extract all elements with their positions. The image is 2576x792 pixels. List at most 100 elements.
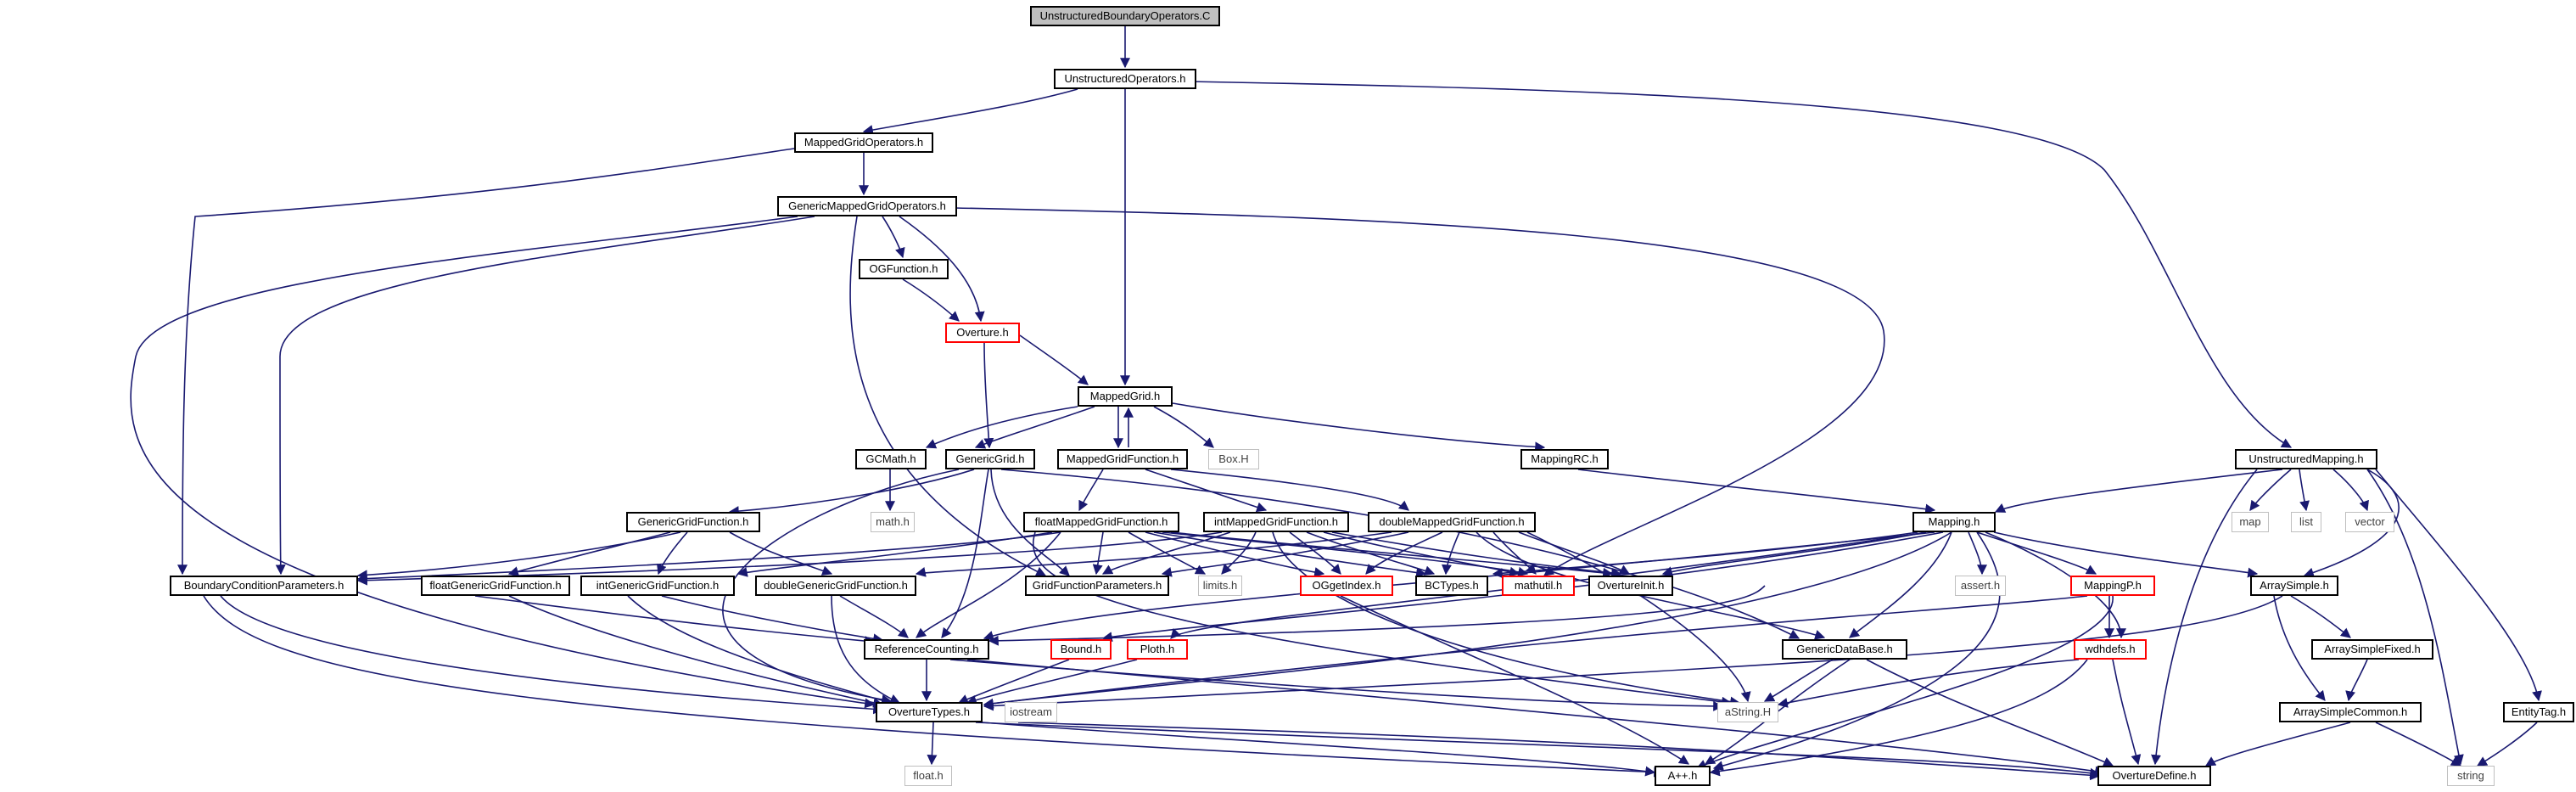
dependency-edge [899, 216, 985, 323]
node-float-generic-grid-function-h[interactable]: floatGenericGridFunction.h [421, 576, 570, 596]
dependency-edge [2273, 595, 2326, 701]
node-array-simple-fixed-h[interactable]: ArraySimpleFixed.h [2311, 639, 2433, 660]
dependency-edge [1577, 469, 1936, 514]
dependency-edge [356, 531, 1223, 586]
node-mathutil-h[interactable]: mathutil.h [1502, 576, 1575, 596]
node-float-h: float.h [904, 766, 952, 786]
node-og-get-index-h[interactable]: OGgetIndex.h [1300, 576, 1393, 596]
node-unstructured-mapping-h[interactable]: UnstructuredMapping.h [2235, 449, 2377, 469]
dependency-edge [831, 595, 901, 704]
dependency-edge [1019, 334, 1089, 385]
dependency-edge [1153, 406, 1214, 448]
dependency-edge [220, 595, 884, 715]
node-overture-h[interactable]: Overture.h [945, 323, 1020, 343]
dependency-edge [1763, 659, 1834, 702]
dependency-edge [508, 595, 884, 708]
dependency-edge [983, 342, 994, 449]
dependency-edge [1661, 531, 1927, 576]
dependency-edge [2249, 469, 2292, 511]
dependency-edge [1289, 531, 1341, 575]
dependency-edge [1032, 531, 1733, 707]
node-double-generic-grid-function-h[interactable]: doubleGenericGridFunction.h [755, 576, 916, 596]
dependency-edge [974, 406, 1095, 449]
node-mapping-rc-h[interactable]: MappingRC.h [1520, 449, 1609, 469]
node-assert-h: assert.h [1955, 576, 2006, 596]
dependency-edge [983, 531, 1952, 709]
dependency-edge [902, 278, 960, 322]
node-mapped-grid-function-h[interactable]: MappedGridFunction.h [1057, 449, 1188, 469]
dependency-edge [728, 469, 975, 517]
dependency-edge [1078, 469, 1104, 512]
dependency-edge [966, 659, 1138, 705]
node-bc-types-h[interactable]: BCTypes.h [1415, 576, 1488, 596]
dependency-edge [130, 216, 876, 709]
node-generic-data-base-h[interactable]: GenericDataBase.h [1782, 639, 1907, 660]
node-generic-mapped-grid-operators-h[interactable]: GenericMappedGridOperators.h [777, 196, 957, 216]
node-overture-types-h[interactable]: OvertureTypes.h [876, 702, 983, 722]
node-entity-tag-h[interactable]: EntityTag.h [2503, 702, 2574, 722]
dependency-edge [988, 585, 1766, 646]
dependency-edge [2332, 469, 2369, 512]
dependency-edge [1221, 531, 1257, 575]
node-ploth-h[interactable]: Ploth.h [1127, 639, 1188, 660]
dependency-edge [1712, 531, 2001, 771]
node-bound-h[interactable]: Bound.h [1050, 639, 1112, 660]
dependency-edge [966, 659, 2106, 777]
dependency-edge [1442, 531, 1460, 576]
node-generic-grid-function-h[interactable]: GenericGridFunction.h [626, 512, 760, 532]
dependency-edge [507, 531, 671, 576]
dependency-edge [2204, 722, 2351, 767]
node-og-function-h[interactable]: OGFunction.h [859, 259, 949, 279]
node-int-generic-grid-function-h[interactable]: intGenericGridFunction.h [580, 576, 735, 596]
dependency-edge [915, 531, 1392, 577]
node-mapping-p-h[interactable]: MappingP.h [2070, 576, 2155, 596]
dependency-edge [657, 531, 688, 576]
node-generic-grid-h[interactable]: GenericGrid.h [945, 449, 1035, 469]
dependency-edge [2345, 659, 2368, 702]
dependency-edge [1306, 531, 1436, 576]
dependency-edge [2375, 722, 2462, 767]
node-box-h: Box.H [1208, 449, 1259, 469]
dependency-edge [661, 595, 884, 644]
dependency-edge [849, 216, 1047, 576]
node-boundary-condition-parameters-h[interactable]: BoundaryConditionParameters.h [170, 576, 358, 596]
node-int-mapped-grid-function-h[interactable]: intMappedGridFunction.h [1203, 512, 1349, 532]
dependency-edge [2290, 595, 2351, 638]
dependency-edge [2112, 659, 2142, 766]
dependency-edge [736, 531, 1053, 577]
dependency-edge [1101, 531, 1944, 643]
node-gcmath-h[interactable]: GCMath.h [855, 449, 927, 469]
dependency-edge [1526, 531, 1751, 703]
node-array-simple-common-h[interactable]: ArraySimpleCommon.h [2279, 702, 2422, 722]
dependency-edge [1172, 402, 1546, 452]
node-float-mapped-grid-function-h[interactable]: floatMappedGridFunction.h [1023, 512, 1179, 532]
dependency-edge [927, 722, 938, 766]
node-mapped-grid-operators-h[interactable]: MappedGridOperators.h [794, 132, 933, 153]
dependency-edge [474, 595, 876, 647]
dependency-edge [1777, 659, 2080, 708]
dependency-edge [627, 595, 893, 705]
node-overture-init-h[interactable]: OvertureInit.h [1588, 576, 1673, 596]
node-unstructured-operators-h[interactable]: UnstructuredOperators.h [1054, 69, 1196, 89]
node-double-mapped-grid-function-h[interactable]: doubleMappedGridFunction.h [1368, 512, 1536, 532]
node-mapping-h[interactable]: Mapping.h [1912, 512, 1996, 532]
dependency-edge [1518, 531, 1631, 575]
node-a-plus-plus-h[interactable]: A++.h [1655, 766, 1711, 786]
node-mapped-grid-h[interactable]: MappedGrid.h [1078, 386, 1173, 407]
dependency-edge [1170, 469, 1409, 511]
dependency-edge [839, 595, 909, 638]
dependency-edge [1161, 531, 1409, 577]
dependency-edge [1162, 531, 1529, 577]
dependency-edge [356, 531, 681, 581]
node-overture-define-h[interactable]: OvertureDefine.h [2097, 766, 2211, 786]
node-string: string [2447, 766, 2495, 786]
dependency-edge [1976, 531, 2097, 575]
dependency-edge [1092, 531, 1104, 576]
node-array-simple-h[interactable]: ArraySimple.h [2250, 576, 2338, 596]
dependency-edge [975, 722, 2101, 778]
node-list: list [2291, 512, 2321, 532]
node-reference-counting-h[interactable]: ReferenceCounting.h [864, 639, 989, 660]
node-wdhdefs-h[interactable]: wdhdefs.h [2074, 639, 2147, 660]
node-grid-function-parameters-h[interactable]: GridFunctionParameters.h [1025, 576, 1169, 596]
dependency-edge [1187, 81, 2293, 448]
